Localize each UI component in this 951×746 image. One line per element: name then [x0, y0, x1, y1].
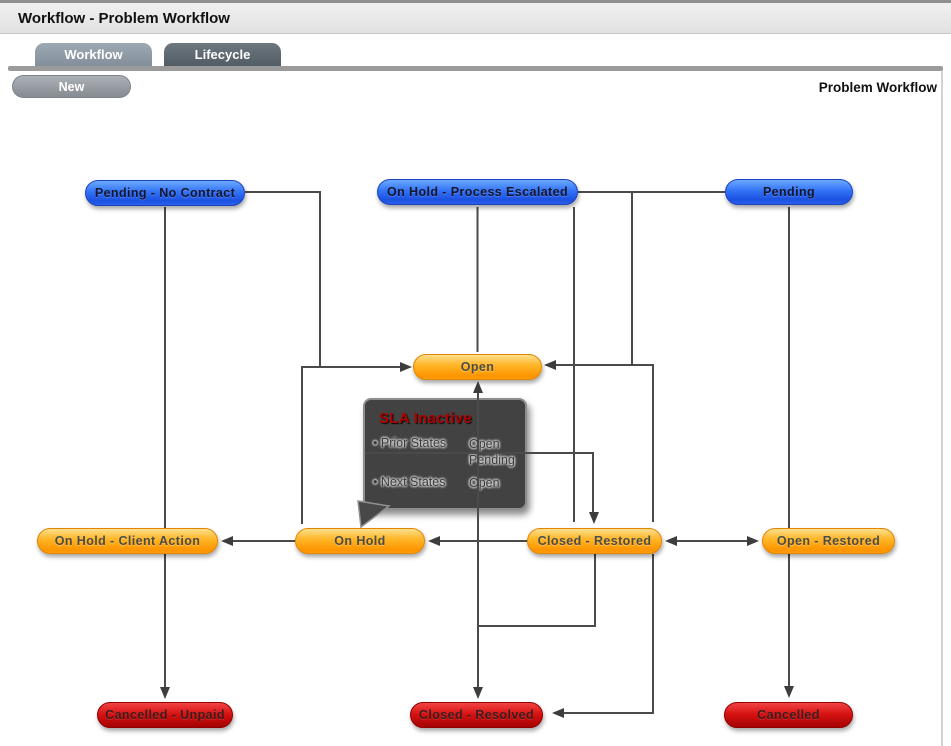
top-border: [0, 0, 951, 3]
next-states-label: Next States: [373, 475, 469, 491]
next-states-values: Open: [469, 476, 500, 490]
tab-workflow[interactable]: Workflow: [35, 43, 152, 66]
new-button-label: New: [58, 79, 85, 94]
tooltip-tail: [357, 500, 391, 529]
node-cancelled-unpaid[interactable]: Cancelled - Unpaid: [97, 702, 233, 728]
node-closed-restored[interactable]: Closed - Restored: [527, 528, 662, 554]
window-header: Workflow - Problem Workflow: [0, 3, 951, 34]
node-cancelled[interactable]: Cancelled: [724, 702, 853, 728]
sla-tooltip-body: Prior States Open Pending Next States Op…: [373, 436, 525, 491]
node-open-restored[interactable]: Open - Restored: [762, 528, 895, 554]
node-closed-resolved[interactable]: Closed - Resolved: [410, 702, 543, 728]
node-on-hold-client-action[interactable]: On Hold - Client Action: [37, 528, 218, 554]
page-title: Workflow - Problem Workflow: [18, 9, 230, 27]
node-pending-no-contract[interactable]: Pending - No Contract: [85, 180, 245, 206]
sla-tooltip-title: SLA Inactive: [379, 410, 473, 427]
node-on-hold-process-escalated[interactable]: On Hold - Process Escalated: [377, 179, 578, 205]
node-pending[interactable]: Pending: [725, 179, 853, 205]
prior-states-label: Prior States: [373, 436, 469, 468]
node-open[interactable]: Open: [413, 354, 542, 380]
tab-lifecycle[interactable]: Lifecycle: [164, 43, 281, 66]
workflow-name-label: Problem Workflow: [818, 80, 937, 95]
arrowheads: [160, 360, 794, 718]
new-button[interactable]: New: [12, 75, 131, 98]
node-on-hold[interactable]: On Hold: [295, 528, 425, 554]
tab-workflow-label: Workflow: [64, 47, 123, 62]
tab-lifecycle-label: Lifecycle: [194, 47, 251, 62]
prior-states-values: Open Pending: [469, 437, 515, 467]
tab-divider-bar: [8, 66, 943, 71]
content-right-border: [941, 71, 943, 746]
